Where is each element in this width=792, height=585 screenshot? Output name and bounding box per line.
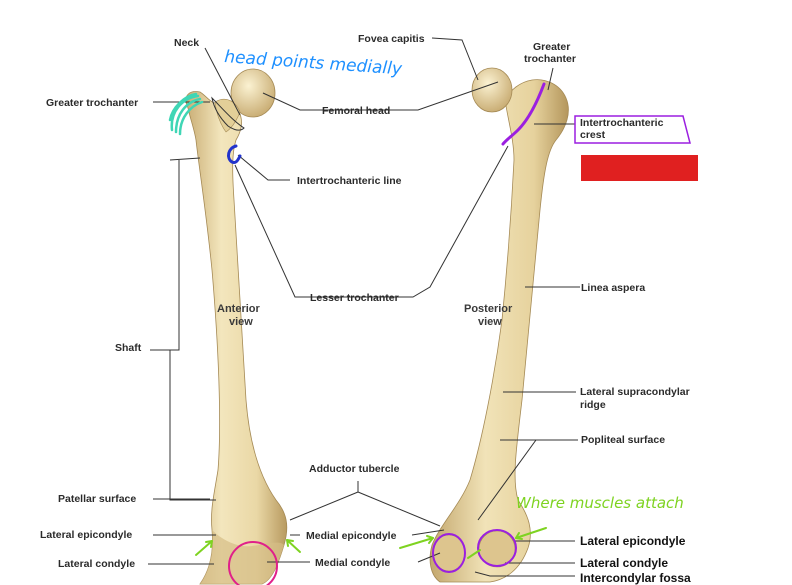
label-intertrochanteric-crest-2: crest bbox=[580, 129, 606, 141]
label-patellar-surface: Patellar surface bbox=[58, 493, 136, 505]
labels: Neck Greater trochanter Femoral head Fov… bbox=[40, 33, 691, 585]
label-greater-trochanter-right-2: trochanter bbox=[524, 53, 576, 65]
leader-lines bbox=[148, 37, 580, 577]
green-arrows-posterior bbox=[399, 527, 547, 559]
blue-intertrochanteric-mark bbox=[227, 144, 242, 164]
purple-crest-line bbox=[501, 82, 546, 146]
neck-outline bbox=[211, 96, 245, 131]
label-neck: Neck bbox=[174, 37, 199, 49]
label-lateral-supracondylar-1: Lateral supracondylar bbox=[580, 386, 690, 398]
label-popliteal-surface: Popliteal surface bbox=[581, 434, 665, 446]
green-arrows-anterior bbox=[195, 539, 301, 556]
label-lateral-epicondyle-right: Lateral epicondyle bbox=[580, 534, 686, 548]
label-lateral-condyle-right: Lateral condyle bbox=[580, 556, 668, 570]
purple-label-box bbox=[574, 115, 691, 144]
posterior-femur-body bbox=[429, 79, 569, 583]
label-femoral-head: Femoral head bbox=[322, 105, 390, 117]
posterior-femoral-head bbox=[471, 67, 513, 113]
label-anterior-view-2: view bbox=[229, 316, 253, 328]
label-lateral-epicondyle-left: Lateral epicondyle bbox=[40, 529, 132, 541]
label-fovea-capitis: Fovea capitis bbox=[358, 33, 425, 45]
anterior-condyle-shading bbox=[200, 530, 284, 584]
anterior-femoral-head bbox=[230, 68, 276, 118]
anterior-femur-body bbox=[185, 91, 288, 585]
label-adductor-tubercle: Adductor tubercle bbox=[309, 463, 400, 475]
magenta-circle-anterior bbox=[228, 541, 278, 585]
label-medial-condyle: Medial condyle bbox=[315, 557, 390, 569]
annotation-where-muscles-attach: Where muscles attach bbox=[516, 494, 684, 512]
red-redaction-box bbox=[581, 155, 698, 181]
purple-circle-medial-condyle bbox=[432, 533, 466, 573]
label-anterior-view-1: Anterior bbox=[217, 303, 261, 315]
label-intercondylar-fossa: Intercondylar fossa bbox=[580, 571, 691, 585]
label-linea-aspera: Linea aspera bbox=[581, 282, 645, 294]
label-intertrochanteric-crest-1: Intertrochanteric bbox=[580, 117, 664, 129]
cyan-scribble-greater-trochanter bbox=[168, 92, 204, 136]
label-posterior-view-2: view bbox=[478, 316, 502, 328]
label-lesser-trochanter: Lesser trochanter bbox=[310, 292, 399, 304]
label-shaft: Shaft bbox=[115, 342, 142, 354]
purple-circle-lateral-condyle bbox=[477, 529, 517, 567]
label-intertrochanteric-line: Intertrochanteric line bbox=[297, 175, 402, 187]
label-lateral-condyle-left: Lateral condyle bbox=[58, 558, 135, 570]
label-medial-epicondyle: Medial epicondyle bbox=[306, 530, 397, 542]
label-lateral-supracondylar-2: ridge bbox=[580, 399, 606, 411]
label-greater-trochanter-left: Greater trochanter bbox=[46, 97, 138, 109]
label-greater-trochanter-right-1: Greater bbox=[533, 41, 570, 53]
label-posterior-view-1: Posterior bbox=[464, 303, 513, 315]
posterior-femur bbox=[429, 67, 569, 583]
